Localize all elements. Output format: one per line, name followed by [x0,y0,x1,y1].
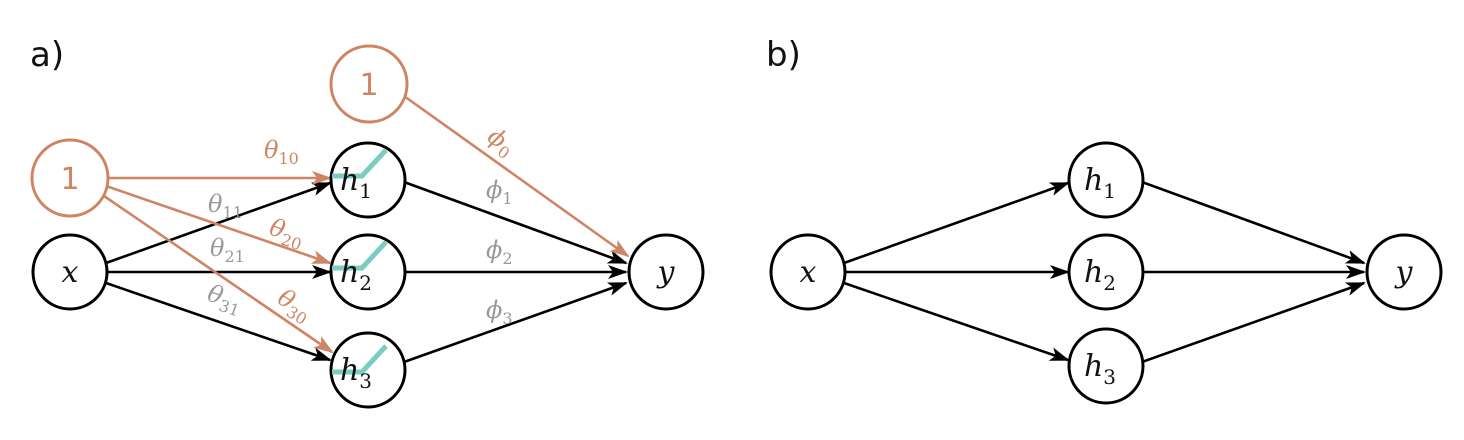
svg-text:h3: h3 [340,353,372,393]
edge-x-h1 [105,181,332,265]
h1-sub: 1 [1103,179,1116,203]
weight-phi3: ϕ3 [486,296,513,328]
weight-theta11: θ11 [208,190,243,222]
input-node-x: x [31,233,109,311]
hidden-node-h3: h3 [1067,327,1145,405]
h2-sub: 2 [1103,271,1116,295]
svg-text:h2: h2 [1084,255,1116,295]
weight-phi1: ϕ1 [486,176,513,208]
panel-a: a) 1 1 x [30,35,705,409]
edge-h3-y [403,281,628,364]
panel-b: b) x h1 h2 h3 [766,35,1443,405]
panel-b-label: b) [766,35,801,75]
edge-bias-h3 [103,194,334,354]
output-node-y: y [627,233,705,311]
edge-bias-y [403,94,630,258]
output-node-label: y [656,255,676,290]
h1-base: h [1084,163,1103,198]
h2-sub: 2 [359,271,372,295]
edge-bias-h2 [105,184,332,265]
weight-phi0: ϕ0 [480,122,520,163]
output-node-label: y [1394,255,1414,290]
bias-node-hidden: 1 [30,138,110,218]
hidden-node-h1: h1 [329,141,407,219]
svg-text:h3: h3 [1084,349,1116,389]
svg-text:h2: h2 [340,255,372,295]
weight-theta30: θ30 [271,283,317,329]
input-node-label: x [62,255,79,290]
edge-x-h1 [843,181,1070,265]
edge-h1-y [1141,180,1366,265]
hidden-node-h2: h2 [1067,233,1145,311]
input-node-label: x [800,255,817,290]
bias-output-label: 1 [359,68,378,103]
relu-icon [332,240,388,271]
h3-sub: 3 [1103,365,1116,389]
h1-sub: 1 [359,179,372,203]
output-node-y: y [1365,233,1443,311]
input-node-x: x [769,233,847,311]
edge-x-h3 [105,281,332,362]
weight-theta21: θ21 [210,234,245,266]
edge-h3-y [1141,281,1366,364]
edge-h1-y [403,180,628,265]
weight-theta31: θ31 [203,279,246,320]
bias-node-output: 1 [329,44,409,124]
hidden-node-h2: h2 [329,233,407,311]
h2-base: h [340,255,359,290]
h3-base: h [1084,349,1103,384]
h1-base: h [340,163,359,198]
hidden-node-h1: h1 [1067,141,1145,219]
weight-theta20: θ20 [265,213,308,254]
weight-theta10: θ10 [264,136,299,168]
h3-sub: 3 [359,369,372,393]
weight-phi2: ϕ2 [486,236,513,268]
svg-text:h1: h1 [1084,163,1116,203]
h3-base: h [340,353,359,388]
relu-icon [332,148,388,179]
edge-x-h3 [843,281,1070,362]
relu-icon [332,344,388,375]
h2-base: h [1084,255,1103,290]
panel-a-label: a) [30,35,64,75]
hidden-node-h3: h3 [329,331,407,409]
svg-text:h1: h1 [340,163,372,203]
bias-hidden-label: 1 [60,162,79,197]
